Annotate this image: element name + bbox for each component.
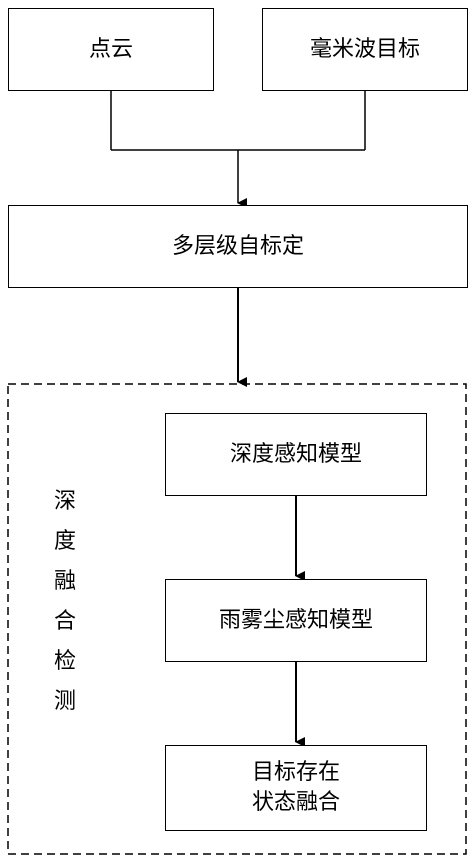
target-state-fusion-line-1: 目标存在 — [251, 760, 340, 786]
depth-perception-model-label: 深度感知模型 — [229, 441, 362, 467]
target-state-fusion-box: 目标存在 状态融合 — [165, 745, 427, 831]
multi-level-calibration-box: 多层级自标定 — [8, 205, 468, 288]
group-label-char: 深 — [53, 489, 76, 514]
multi-level-calibration-label: 多层级自标定 — [171, 233, 304, 259]
target-state-fusion-label: 目标存在 状态融合 — [252, 758, 340, 817]
point-cloud-label: 点云 — [88, 36, 133, 62]
depth-perception-model-box: 深度感知模型 — [165, 413, 427, 496]
group-label-char: 度 — [53, 529, 76, 554]
point-cloud-box: 点云 — [8, 8, 214, 91]
mmwave-target-label: 毫米波目标 — [309, 36, 420, 62]
fusion-detection-group-label: 深 度 融 合 检 测 — [50, 482, 80, 722]
target-state-fusion-line-2: 状态融合 — [251, 790, 340, 815]
group-label-char: 合 — [53, 609, 76, 634]
rain-fog-dust-model-box: 雨雾尘感知模型 — [165, 579, 427, 662]
mmwave-target-box: 毫米波目标 — [262, 8, 468, 91]
group-label-char: 测 — [53, 689, 76, 714]
group-label-char: 融 — [53, 569, 76, 594]
group-label-char: 检 — [53, 649, 76, 674]
rain-fog-dust-model-label: 雨雾尘感知模型 — [218, 607, 373, 633]
